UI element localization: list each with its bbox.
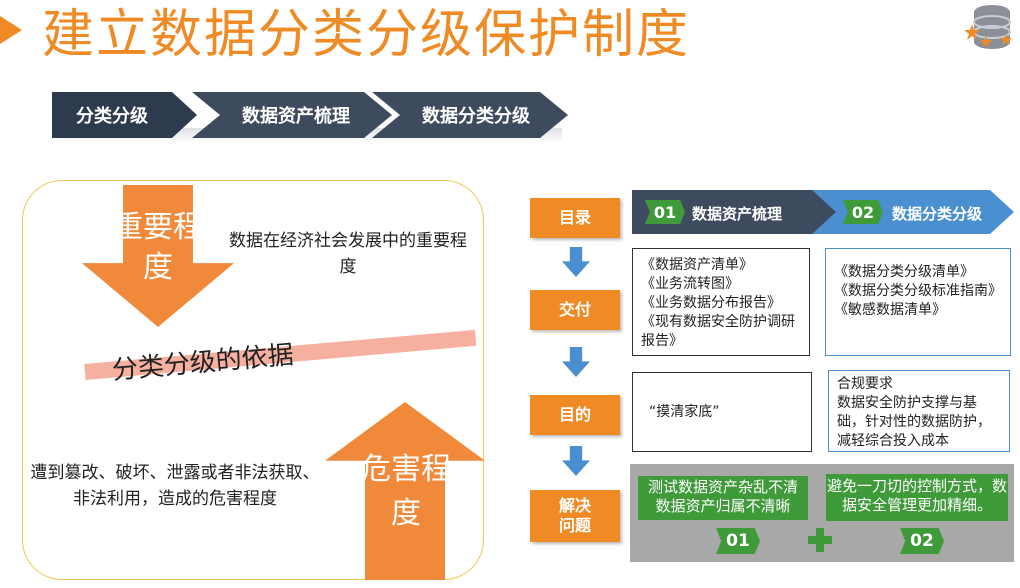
page-title: 建立数据分类分级保护制度 (42, 5, 691, 65)
basis-panel (22, 180, 484, 580)
step-chevron-asset-review: 数据资产梳理 (192, 92, 392, 138)
header-label: 数据资产梳理 (692, 205, 783, 223)
delivery-classification-box: 《数据分类分级清单》 《数据分类分级标准指南》 《敏感数据清单》 (825, 248, 1011, 356)
importance-label: 重要程度 (113, 210, 203, 285)
step-chevron-data-classification: 数据分类分级 (372, 92, 568, 138)
step-label: 交付 (558, 300, 591, 319)
delivery-asset-box: 《数据资产清单》 《业务流转图》 《业务数据分布报告》 《现有数据安全防护调研报… (632, 248, 810, 356)
header-label: 数据分类分级 (892, 205, 983, 223)
step-chevron-classification: 分类分级 (52, 92, 197, 138)
purpose-classification-box: 合规要求 数据安全防护支撑与基础，针对性的数据防护，减轻综合投入成本 (828, 370, 1010, 452)
step-catalog: 目录 (530, 198, 620, 238)
purpose-asset-box: “摸清家底” (632, 372, 812, 452)
header-data-classification (812, 190, 1014, 234)
step-label: 目的 (558, 405, 591, 424)
plus-icon (808, 528, 832, 552)
down-arrow-icon (562, 347, 590, 377)
step-label: 数据分类分级 (422, 106, 530, 127)
importance-description: 数据在经济社会发展中的重要程度 (229, 231, 467, 277)
title-marker-icon (0, 16, 22, 44)
step-label: 分类分级 (76, 106, 148, 127)
harm-description: 遭到篡改、破坏、泄露或者非法获取、非法利用，造成的危害程度 (30, 463, 320, 509)
step-label: 数据资产梳理 (242, 106, 350, 127)
database-logo-icon (964, 5, 1012, 49)
number-badge: 01 (645, 200, 685, 224)
harm-label: 危害程度 (361, 452, 451, 531)
solution-asset-text: 测试数据资产杂乱不清 数据资产归属不清晰 (638, 476, 808, 520)
number-badge: 02 (843, 200, 883, 224)
solution-classification-text: 避免一刀切的控制方式，数据安全管理更加精细。 (826, 474, 1008, 521)
step-label: 目录 (558, 208, 591, 227)
number-badge: 02 (900, 528, 944, 554)
step-delivery: 交付 (530, 290, 620, 330)
step-purpose: 目的 (530, 395, 620, 435)
down-arrow-icon (562, 247, 590, 277)
step-label: 解决问题 (558, 496, 591, 535)
step-solve-problem: 解决问题 (530, 490, 620, 542)
down-arrow-icon (562, 446, 590, 476)
number-badge: 01 (716, 528, 760, 554)
